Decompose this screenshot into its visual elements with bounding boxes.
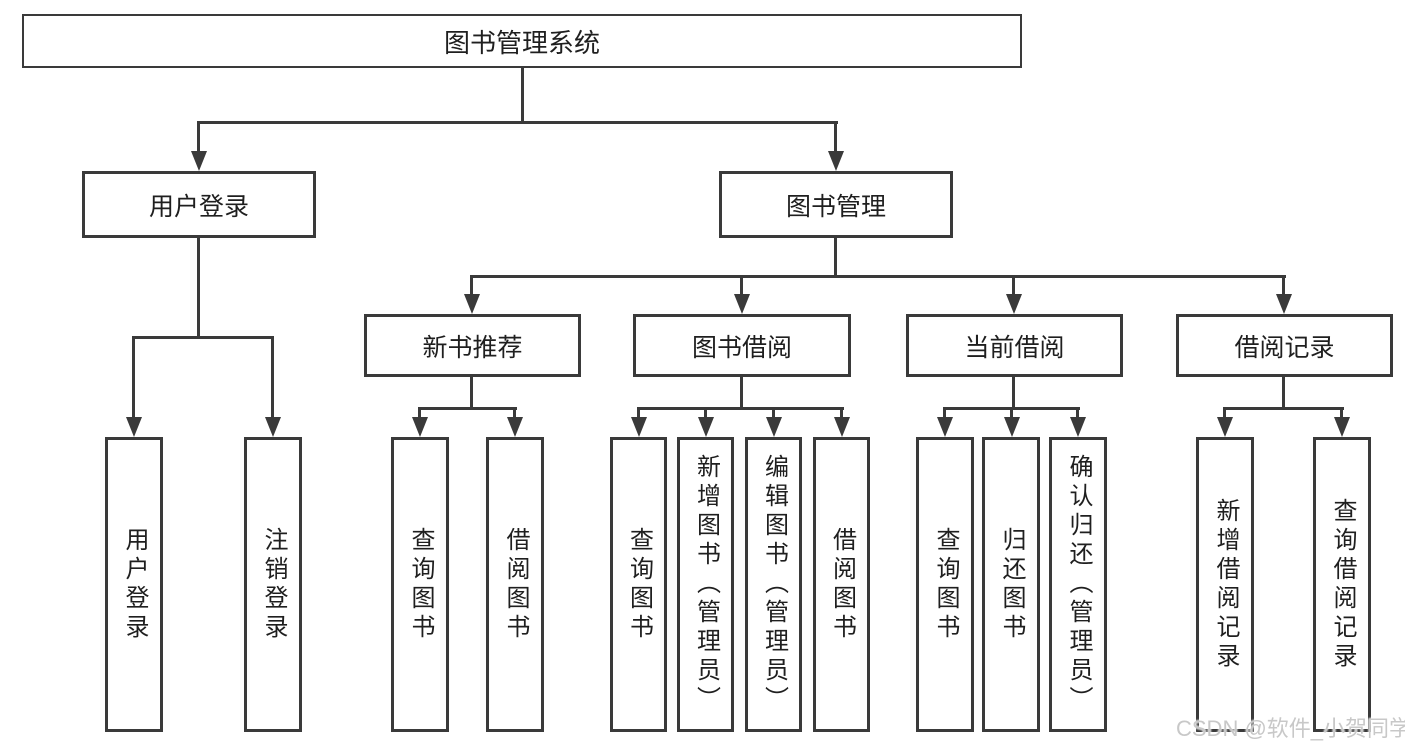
leaf-add-borrow-record: 新增借阅记录 (1196, 437, 1254, 732)
arrow-down-icon (828, 151, 844, 171)
arrow-down-icon (412, 417, 428, 437)
connector-leaf (1076, 407, 1079, 421)
connector-leaf (1010, 407, 1013, 421)
connector-to-user-login (197, 121, 200, 157)
arrow-down-icon (834, 417, 850, 437)
connector-to-book-management (834, 121, 837, 157)
connector-root-branch-line (197, 121, 838, 124)
node-new-book-recommend: 新书推荐 (364, 314, 581, 377)
node-book-borrow: 图书借阅 (633, 314, 851, 377)
connector-current-borrow-stem (1012, 377, 1015, 407)
connector-user-login-branch-line (132, 336, 274, 339)
connector-new-book-stem (470, 377, 473, 407)
leaf-query-borrow-record: 查询借阅记录 (1313, 437, 1371, 732)
node-root: 图书管理系统 (22, 14, 1022, 68)
node-current-borrow: 当前借阅 (906, 314, 1123, 377)
connector-book-management-branch-line (470, 275, 1286, 278)
connector-leaf (637, 407, 640, 421)
node-borrow-record: 借阅记录 (1176, 314, 1393, 377)
arrow-down-icon (464, 294, 480, 314)
arrow-down-icon (1006, 294, 1022, 314)
connector-leaf (772, 407, 775, 421)
leaf-user-login: 用户登录 (105, 437, 163, 732)
connector-borrow-record-branch-line (1223, 407, 1344, 410)
leaf-borrow-book-1: 借阅图书 (486, 437, 544, 732)
leaf-query-book-2: 查询图书 (610, 437, 667, 732)
connector-to-book-borrow (740, 275, 743, 300)
connector-user-login-stem (197, 238, 200, 336)
connector-leaf (943, 407, 946, 421)
arrow-down-icon (1217, 417, 1233, 437)
connector-to-new-book (470, 275, 473, 300)
arrow-down-icon (734, 294, 750, 314)
connector-borrow-record-stem (1282, 377, 1285, 407)
connector-new-book-branch-line (418, 407, 517, 410)
connector-leaf (1340, 407, 1343, 421)
leaf-logout: 注销登录 (244, 437, 302, 732)
connector-leaf (418, 407, 421, 421)
node-user-login: 用户登录 (82, 171, 316, 238)
connector-leaf (704, 407, 707, 421)
arrow-down-icon (1276, 294, 1292, 314)
arrow-down-icon (126, 417, 142, 437)
arrow-down-icon (265, 417, 281, 437)
leaf-edit-book-admin: 编辑图书（管理员） (745, 437, 802, 732)
connector-book-management-stem (834, 238, 837, 275)
connector-to-borrow-record (1282, 275, 1285, 300)
connector-to-leaf-user-login (132, 336, 135, 419)
connector-to-leaf-logout (271, 336, 274, 419)
arrow-down-icon (507, 417, 523, 437)
connector-book-borrow-stem (740, 377, 743, 407)
node-book-management: 图书管理 (719, 171, 953, 238)
connector-root-stem (521, 66, 524, 122)
arrow-down-icon (937, 417, 953, 437)
arrow-down-icon (1334, 417, 1350, 437)
arrow-down-icon (1070, 417, 1086, 437)
connector-to-current-borrow (1012, 275, 1015, 300)
connector-leaf (840, 407, 843, 421)
arrow-down-icon (698, 417, 714, 437)
connector-leaf (513, 407, 516, 421)
leaf-confirm-return-admin: 确认归还（管理员） (1049, 437, 1107, 732)
leaf-add-book-admin: 新增图书（管理员） (677, 437, 734, 732)
arrow-down-icon (631, 417, 647, 437)
arrow-down-icon (766, 417, 782, 437)
connector-book-borrow-branch-line (637, 407, 844, 410)
arrow-down-icon (1004, 417, 1020, 437)
leaf-return-book: 归还图书 (982, 437, 1040, 732)
leaf-query-book-3: 查询图书 (916, 437, 974, 732)
arrow-down-icon (191, 151, 207, 171)
leaf-query-book-1: 查询图书 (391, 437, 449, 732)
connector-leaf (1223, 407, 1226, 421)
leaf-borrow-book-2: 借阅图书 (813, 437, 870, 732)
csdn-watermark: CSDN @软件_小贺同学 (1176, 716, 1405, 741)
